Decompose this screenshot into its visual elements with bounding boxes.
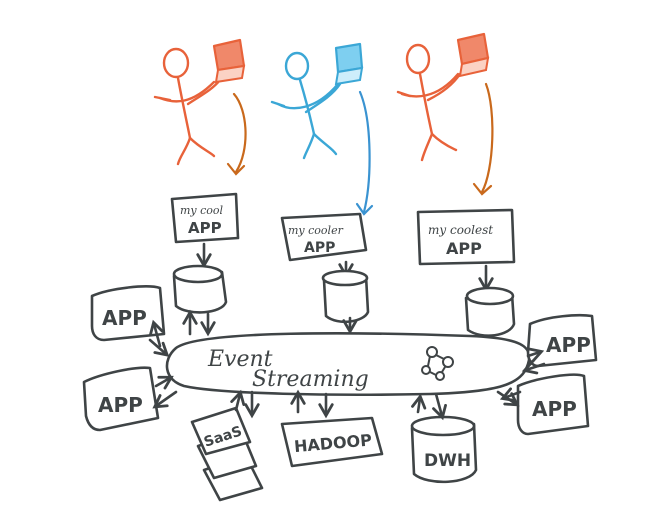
dwh-label: DWH: [424, 451, 471, 471]
event-streaming-title-line1: Event: [207, 347, 273, 372]
app-card-my-cooler: my cooler APP: [280, 212, 368, 262]
hadoop-card: HADOOP: [280, 416, 384, 468]
app-card-label-line2: APP: [304, 240, 335, 256]
app-card-left-bottom: APP: [82, 366, 160, 432]
laptop-icon: [456, 32, 490, 78]
app-card-right-bottom-label: APP: [532, 397, 577, 421]
event-streaming-title-line2: Streaming: [252, 367, 369, 392]
app-card-label-line1: my coolest: [428, 223, 493, 237]
arrow-user2-to-app: [355, 90, 374, 216]
app-card-label-line1: my cool: [180, 204, 224, 217]
app-card-right-top-label: APP: [546, 333, 591, 357]
app-card-my-cool: my cool APP: [170, 192, 240, 244]
app-card-left-top-label: APP: [102, 306, 147, 330]
head: [405, 43, 431, 75]
app-card-left-bottom-label: APP: [98, 393, 143, 417]
event-streaming-pipeline: Event Streaming: [165, 331, 531, 397]
laptop-icon: [334, 42, 364, 86]
network-graph-icon: [421, 346, 454, 381]
app-card-label-line1: my cooler: [288, 224, 344, 237]
side-arrows: [148, 319, 546, 409]
database-cylinder-3: [464, 286, 516, 337]
head: [162, 47, 190, 79]
app-card-label-line2: APP: [446, 239, 482, 258]
app-card-right-bottom: APP: [516, 373, 590, 436]
stream-to-sink-arrows: [230, 389, 447, 421]
user-figure-1: [153, 47, 222, 166]
arrow-user1-to-app: [226, 92, 247, 176]
database-cylinder-1: [172, 264, 228, 314]
app-card-right-top: APP: [526, 313, 598, 368]
saas-document-stack: SaaS: [190, 406, 264, 502]
head: [284, 51, 310, 81]
app-card-label-line2: APP: [188, 219, 222, 237]
app-card-my-coolest: my coolest APP: [416, 208, 516, 266]
user-figure-2: [270, 51, 342, 160]
user-figure-3: [396, 43, 462, 162]
laptop-icon: [212, 38, 246, 84]
arrow-user3-to-app: [472, 82, 494, 196]
database-cylinder-2: [321, 269, 370, 324]
app-card-left-top: APP: [90, 285, 166, 342]
dwh-cylinder: DWH: [410, 415, 478, 484]
